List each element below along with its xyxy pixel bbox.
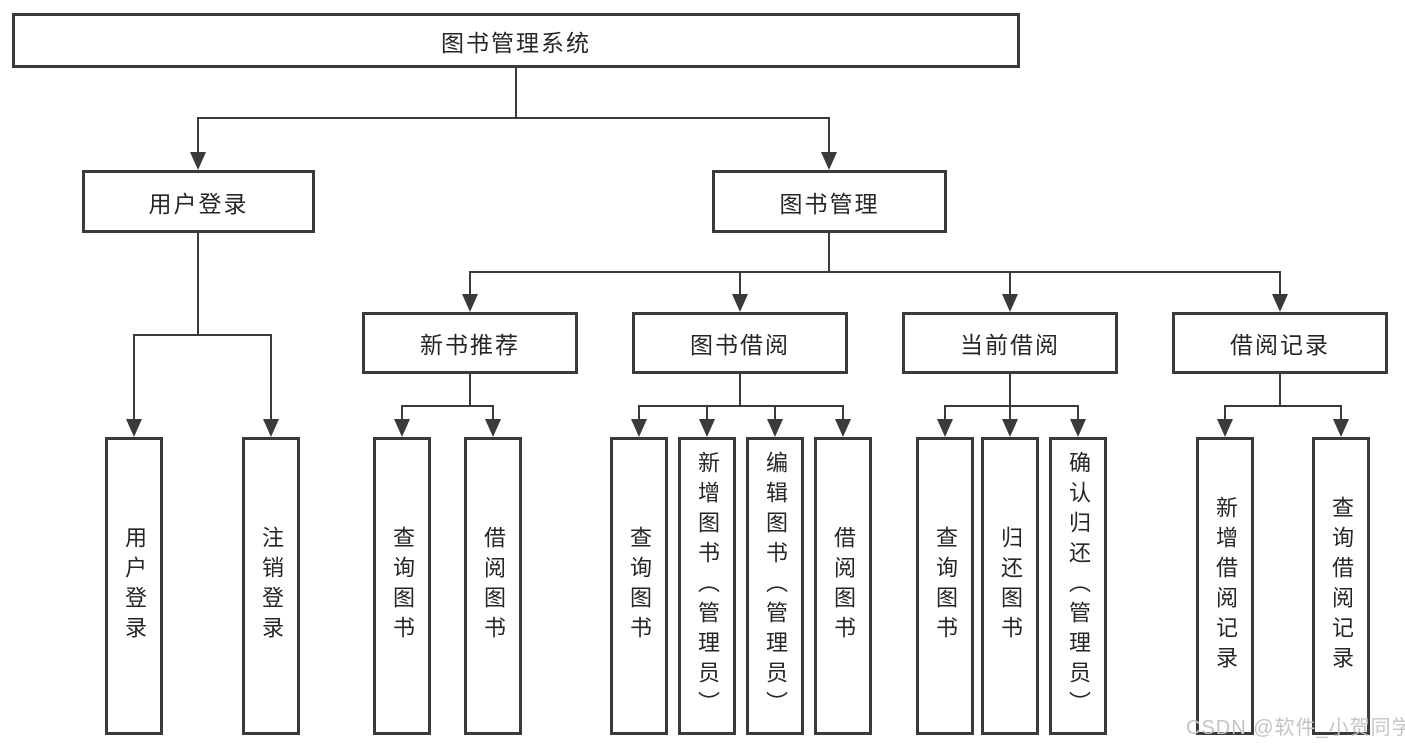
- connector-line: [739, 271, 741, 296]
- leaf-user-login: 用户登录: [105, 437, 163, 735]
- arrow-head: [1217, 419, 1233, 437]
- arrow-head: [732, 294, 748, 312]
- leaf-label: 查询图书: [390, 526, 415, 646]
- leaf-borrow-books-borrowing: 借阅图书: [814, 437, 872, 735]
- arrow-head: [190, 152, 206, 170]
- connector-line: [739, 374, 741, 407]
- connector-line: [1009, 271, 1011, 296]
- node-library-management-system: 图书管理系统: [12, 13, 1020, 68]
- leaf-label: 编辑图书（管理员）: [763, 451, 788, 721]
- node-label: 新书推荐: [420, 332, 520, 358]
- connector-line: [1009, 374, 1011, 407]
- leaf-query-books-recommend: 查询图书: [373, 437, 431, 735]
- arrow-head: [1272, 294, 1288, 312]
- connector-line: [638, 405, 640, 421]
- connector-line: [828, 233, 830, 273]
- node-book-management: 图书管理: [712, 170, 947, 233]
- connector-line: [469, 271, 471, 296]
- connector-line: [1077, 405, 1079, 421]
- node-label: 用户登录: [148, 190, 249, 217]
- arrow-head: [937, 419, 953, 437]
- leaf-query-books-borrowing: 查询图书: [610, 437, 668, 735]
- leaf-add-borrow-record: 新增借阅记录: [1196, 437, 1254, 735]
- leaf-label: 用户登录: [122, 526, 147, 646]
- leaf-label: 新增借阅记录: [1213, 496, 1238, 676]
- connector-line: [1224, 405, 1226, 421]
- connector-line: [842, 405, 844, 421]
- connector-line: [469, 374, 471, 407]
- connector-line: [197, 233, 199, 336]
- leaf-label: 新增图书（管理员）: [695, 451, 720, 721]
- leaf-label: 查询图书: [933, 526, 958, 646]
- connector-line: [492, 405, 494, 421]
- node-label: 借阅记录: [1230, 332, 1330, 358]
- arrow-head: [767, 419, 783, 437]
- node-new-book-recommendation: 新书推荐: [362, 312, 578, 374]
- node-label: 当前借阅: [960, 332, 1060, 358]
- leaf-label: 注销登录: [259, 526, 284, 646]
- leaf-label: 确认归还（管理员）: [1066, 451, 1091, 721]
- arrow-head: [835, 419, 851, 437]
- leaf-label: 借阅图书: [831, 526, 856, 646]
- arrow-head: [394, 419, 410, 437]
- connector-line: [197, 117, 199, 154]
- node-current-borrowing: 当前借阅: [902, 312, 1118, 374]
- node-label: 图书管理: [779, 190, 880, 217]
- connector-line: [944, 405, 946, 421]
- connector-line: [774, 405, 776, 421]
- node-label: 图书管理系统: [441, 29, 591, 56]
- leaf-edit-books-admin: 编辑图书（管理员）: [746, 437, 804, 735]
- arrow-head: [126, 419, 142, 437]
- leaf-borrow-books-recommend: 借阅图书: [464, 437, 522, 735]
- leaf-label: 借阅图书: [481, 526, 506, 646]
- connector-line: [1224, 405, 1342, 407]
- connector-line: [133, 334, 272, 336]
- node-user-login: 用户登录: [82, 170, 315, 233]
- arrow-head: [1002, 419, 1018, 437]
- leaf-query-books-current: 查询图书: [916, 437, 974, 735]
- connector-line: [828, 117, 830, 154]
- arrow-head: [462, 294, 478, 312]
- leaf-label: 查询借阅记录: [1329, 496, 1354, 676]
- connector-line: [1279, 271, 1281, 296]
- arrow-head: [1070, 419, 1086, 437]
- leaf-add-books-admin: 新增图书（管理员）: [678, 437, 736, 735]
- connector-line: [944, 405, 1079, 407]
- arrow-head: [485, 419, 501, 437]
- connector-line: [270, 334, 272, 421]
- arrow-head: [631, 419, 647, 437]
- arrow-head: [263, 419, 279, 437]
- arrow-head: [699, 419, 715, 437]
- connector-line: [638, 405, 844, 407]
- connector-line: [401, 405, 494, 407]
- leaf-query-borrow-record: 查询借阅记录: [1312, 437, 1370, 735]
- leaf-return-books: 归还图书: [981, 437, 1039, 735]
- connector-line: [1009, 405, 1011, 421]
- connector-line: [197, 117, 830, 119]
- connector-line: [469, 271, 1281, 273]
- leaf-label: 查询图书: [627, 526, 652, 646]
- arrow-head: [1333, 419, 1349, 437]
- arrow-head: [1002, 294, 1018, 312]
- node-borrowing-records: 借阅记录: [1172, 312, 1388, 374]
- leaf-label: 归还图书: [998, 526, 1023, 646]
- connector-line: [133, 334, 135, 421]
- connector-line: [1340, 405, 1342, 421]
- leaf-logout: 注销登录: [242, 437, 300, 735]
- connector-line: [515, 68, 517, 119]
- connector-line: [706, 405, 708, 421]
- connector-line: [401, 405, 403, 421]
- node-book-borrowing: 图书借阅: [632, 312, 848, 374]
- connector-line: [1279, 374, 1281, 407]
- watermark: CSDN @软件_小贺同学: [1186, 717, 1405, 739]
- node-label: 图书借阅: [690, 332, 790, 358]
- arrow-head: [821, 152, 837, 170]
- leaf-confirm-return-admin: 确认归还（管理员）: [1049, 437, 1107, 735]
